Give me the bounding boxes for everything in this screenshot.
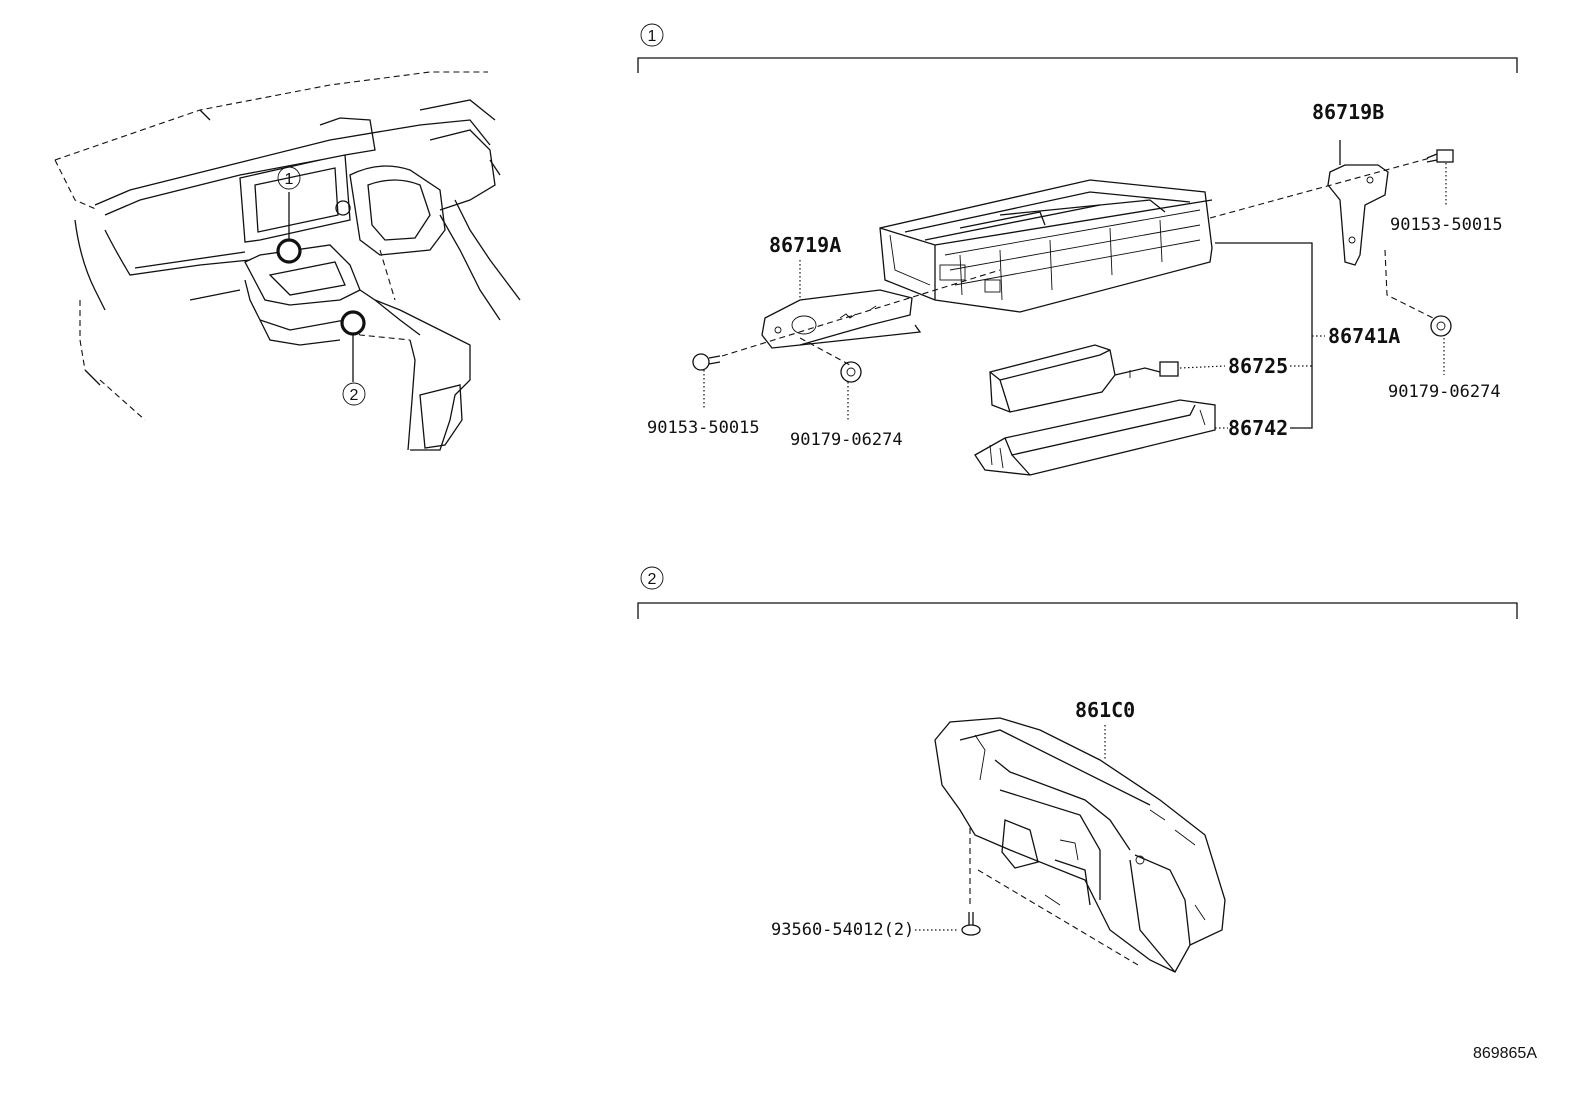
overview-callout-2: 2 — [342, 382, 366, 406]
location-ring-1 — [276, 238, 302, 264]
part-label-clip-right[interactable]: 90179-06274 — [1388, 382, 1501, 402]
part-label-86719A[interactable]: 86719A — [769, 233, 841, 257]
part-label-86719B[interactable]: 86719B — [1312, 100, 1384, 124]
bolt-left-drawing — [692, 353, 721, 371]
svg-text:1: 1 — [648, 28, 657, 45]
part-label-86741A[interactable]: 86741A — [1328, 324, 1400, 348]
part-label-clip-left[interactable]: 90179-06274 — [790, 430, 903, 450]
part-label-861C0[interactable]: 861C0 — [1075, 698, 1135, 722]
svg-text:2: 2 — [648, 571, 657, 588]
bracket-left-drawing — [761, 289, 922, 349]
svg-text:1: 1 — [285, 171, 294, 188]
svg-text:2: 2 — [350, 387, 359, 404]
part-label-86742[interactable]: 86742 — [1228, 416, 1288, 440]
console-box-drawing — [934, 717, 1226, 973]
clip-left-drawing — [840, 361, 862, 383]
clip-right-drawing — [1430, 315, 1452, 337]
location-ring-2 — [340, 310, 366, 336]
diagram-id: 869865A — [1473, 1045, 1537, 1062]
tray-drawing — [974, 399, 1216, 476]
bolt-right-drawing — [1426, 149, 1454, 163]
battery-drawing — [989, 344, 1179, 413]
bracket-right-drawing — [1327, 140, 1389, 266]
receiver-unit-drawing — [879, 179, 1213, 313]
overview-callout-1: 1 — [277, 166, 301, 190]
section-1-header: 1 — [637, 23, 1518, 73]
part-label-86725[interactable]: 86725 — [1228, 354, 1288, 378]
dashboard-overview-drawing — [54, 71, 521, 451]
section-2-header: 2 — [637, 566, 1518, 619]
part-label-screw[interactable]: 93560-54012(2) — [771, 920, 914, 940]
part-label-bolt-right[interactable]: 90153-50015 — [1390, 215, 1503, 235]
part-label-bolt-left[interactable]: 90153-50015 — [647, 418, 760, 438]
screw-drawing — [961, 912, 981, 936]
